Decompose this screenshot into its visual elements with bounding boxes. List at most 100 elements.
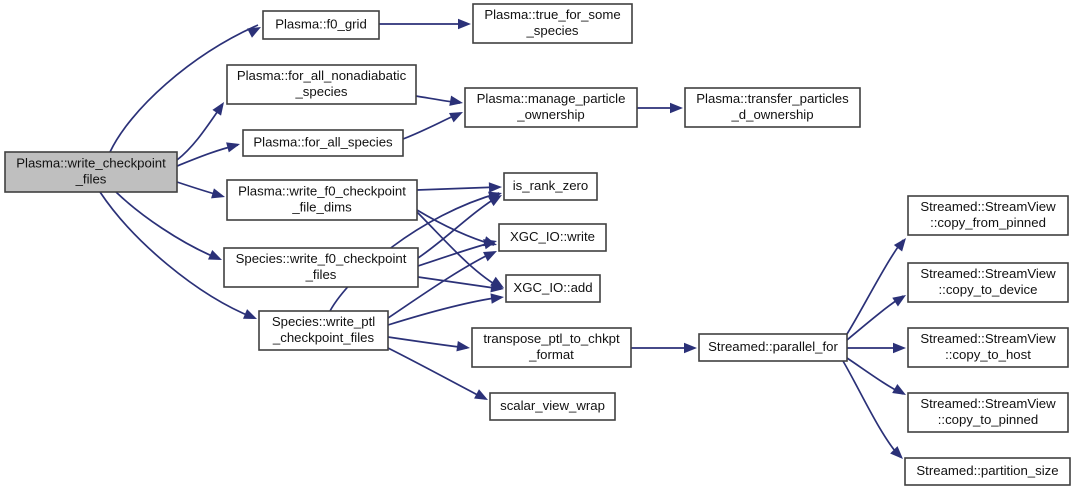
node-species_write_f0_checkpoint_files[interactable]: Species::write_f0_checkpoint_files bbox=[223, 247, 419, 288]
node-label-scalar_view_wrap: scalar_view_wrap bbox=[500, 398, 605, 413]
arrowhead-write_f0_checkpoint_file_dims bbox=[211, 188, 225, 199]
node-box-true_for_some_species[interactable] bbox=[472, 3, 633, 44]
edge-write_checkpoint_files-to-species_write_f0_checkpoint_files bbox=[115, 191, 220, 260]
arrowhead-species_write_f0_checkpoint_files bbox=[208, 249, 222, 260]
edge-write_checkpoint_files-to-f0_grid bbox=[109, 24, 259, 153]
node-label-f0_grid: Plasma::f0_grid bbox=[275, 16, 367, 31]
arrowhead-xgc_io_add_b bbox=[490, 282, 504, 293]
arrowhead-manage_particle_ownership bbox=[449, 95, 463, 106]
edge-streamed_parallel_for-to-copy_to_pinned bbox=[846, 357, 904, 395]
node-box-f0_grid[interactable] bbox=[262, 10, 380, 40]
node-manage_particle_ownership[interactable]: Plasma::manage_particle_ownership bbox=[464, 87, 638, 128]
node-label-is_rank_zero: is_rank_zero bbox=[513, 178, 589, 193]
node-label-write_checkpoint_files: _files bbox=[75, 171, 107, 186]
arrowhead-xgc_io_add_c bbox=[490, 293, 504, 304]
node-box-partition_size[interactable] bbox=[904, 457, 1071, 486]
node-copy_to_device[interactable]: Streamed::StreamView::copy_to_device bbox=[907, 262, 1069, 303]
edge-species_write_ptl_checkpoint_files-to-xgc_io_write bbox=[387, 251, 495, 319]
node-f0_grid[interactable]: Plasma::f0_grid bbox=[262, 10, 380, 40]
node-box-is_rank_zero[interactable] bbox=[503, 172, 598, 201]
edge-species_write_ptl_checkpoint_files-to-transpose_ptl_to_chkpt_format bbox=[387, 336, 468, 349]
node-transpose_ptl_to_chkpt_format[interactable]: transpose_ptl_to_chkpt_format bbox=[471, 327, 632, 368]
node-box-scalar_view_wrap[interactable] bbox=[489, 392, 616, 421]
edge-streamed_parallel_for-to-copy_to_device bbox=[846, 295, 904, 341]
edge-species_write_f0_checkpoint_files-to-xgc_io_add bbox=[417, 276, 502, 290]
node-copy_from_pinned[interactable]: Streamed::StreamView::copy_from_pinned bbox=[907, 195, 1069, 236]
node-streamed_parallel_for[interactable]: Streamed::parallel_for bbox=[698, 333, 848, 362]
node-true_for_some_species[interactable]: Plasma::true_for_some_species bbox=[472, 3, 633, 44]
node-label-xgc_io_add: XGC_IO::add bbox=[513, 280, 592, 295]
node-label-true_for_some_species: _species bbox=[525, 23, 578, 38]
node-scalar_view_wrap[interactable]: scalar_view_wrap bbox=[489, 392, 616, 421]
node-for_all_species[interactable]: Plasma::for_all_species bbox=[242, 129, 404, 157]
node-label-copy_to_device: Streamed::StreamView bbox=[920, 266, 1056, 281]
node-label-species_write_ptl_checkpoint_files: Species::write_ptl bbox=[272, 314, 375, 329]
node-transfer_particles_d_ownership[interactable]: Plasma::transfer_particles_d_ownership bbox=[684, 87, 861, 128]
node-copy_to_host[interactable]: Streamed::StreamView::copy_to_host bbox=[907, 327, 1069, 368]
node-for_all_nonadiabatic_species[interactable]: Plasma::for_all_nonadiabatic_species bbox=[226, 64, 417, 105]
node-box-species_write_f0_checkpoint_files[interactable] bbox=[223, 247, 419, 288]
node-label-for_all_nonadiabatic_species: Plasma::for_all_nonadiabatic bbox=[237, 68, 407, 83]
node-label-transpose_ptl_to_chkpt_format: transpose_ptl_to_chkpt bbox=[483, 331, 620, 346]
node-box-species_write_ptl_checkpoint_files[interactable] bbox=[258, 310, 389, 351]
arrowhead-copy_to_device bbox=[892, 295, 906, 307]
edge-write_f0_checkpoint_file_dims-to-xgc_io_write bbox=[416, 209, 495, 246]
arrowhead-species_write_ptl_checkpoint_files bbox=[243, 309, 257, 319]
edge-species_write_ptl_checkpoint_files-to-xgc_io_add bbox=[387, 296, 502, 326]
arrowhead-for_all_species bbox=[226, 142, 240, 153]
node-box-write_checkpoint_files[interactable] bbox=[4, 151, 178, 193]
node-box-transpose_ptl_to_chkpt_format[interactable] bbox=[471, 327, 632, 368]
arrowhead-transfer_particles_d_ownership bbox=[670, 102, 683, 114]
node-box-write_f0_checkpoint_file_dims[interactable] bbox=[226, 179, 418, 221]
node-label-transfer_particles_d_ownership: Plasma::transfer_particles bbox=[696, 91, 849, 106]
node-label-streamed_parallel_for: Streamed::parallel_for bbox=[708, 339, 838, 354]
node-box-xgc_io_add[interactable] bbox=[505, 274, 601, 303]
node-label-manage_particle_ownership: _ownership bbox=[516, 107, 584, 122]
arrowhead-manage_particle_ownership_b bbox=[449, 112, 463, 123]
node-label-copy_to_host: Streamed::StreamView bbox=[920, 331, 1056, 346]
node-label-write_checkpoint_files: Plasma::write_checkpoint bbox=[16, 155, 166, 170]
node-box-copy_from_pinned[interactable] bbox=[907, 195, 1069, 236]
node-box-copy_to_host[interactable] bbox=[907, 327, 1069, 368]
node-label-species_write_f0_checkpoint_files: _files bbox=[305, 267, 337, 282]
edge-species_write_f0_checkpoint_files-to-is_rank_zero bbox=[417, 195, 500, 259]
node-label-species_write_ptl_checkpoint_files: _checkpoint_files bbox=[272, 330, 375, 345]
arrowhead-true_for_some_species bbox=[458, 18, 471, 30]
node-box-streamed_parallel_for[interactable] bbox=[698, 333, 848, 362]
nodes-layer: Plasma::write_checkpoint_filesPlasma::f0… bbox=[4, 3, 1071, 486]
edge-species_write_ptl_checkpoint_files-to-is_rank_zero bbox=[329, 192, 500, 312]
arrowhead-partition_size bbox=[890, 446, 903, 459]
node-box-for_all_species[interactable] bbox=[242, 129, 404, 157]
node-box-copy_to_pinned[interactable] bbox=[907, 392, 1069, 433]
node-label-for_all_nonadiabatic_species: _species bbox=[294, 84, 347, 99]
node-write_checkpoint_files[interactable]: Plasma::write_checkpoint_files bbox=[4, 151, 178, 193]
edge-write_f0_checkpoint_file_dims-to-is_rank_zero bbox=[416, 186, 500, 191]
edge-write_checkpoint_files-to-species_write_ptl_checkpoint_files bbox=[99, 191, 255, 319]
node-partition_size[interactable]: Streamed::partition_size bbox=[904, 457, 1071, 486]
node-species_write_ptl_checkpoint_files[interactable]: Species::write_ptl_checkpoint_files bbox=[258, 310, 389, 351]
edge-streamed_parallel_for-to-copy_from_pinned bbox=[846, 239, 904, 335]
node-xgc_io_write[interactable]: XGC_IO::write bbox=[498, 223, 607, 252]
node-is_rank_zero[interactable]: is_rank_zero bbox=[503, 172, 598, 201]
node-copy_to_pinned[interactable]: Streamed::StreamView::copy_to_pinned bbox=[907, 392, 1069, 433]
node-box-transfer_particles_d_ownership[interactable] bbox=[684, 87, 861, 128]
node-label-write_f0_checkpoint_file_dims: Plasma::write_f0_checkpoint bbox=[238, 183, 406, 198]
arrowhead-f0_grid bbox=[247, 27, 261, 38]
node-box-for_all_nonadiabatic_species[interactable] bbox=[226, 64, 417, 105]
node-box-manage_particle_ownership[interactable] bbox=[464, 87, 638, 128]
node-label-manage_particle_ownership: Plasma::manage_particle bbox=[477, 91, 626, 106]
node-label-true_for_some_species: Plasma::true_for_some bbox=[484, 7, 620, 22]
node-box-copy_to_device[interactable] bbox=[907, 262, 1069, 303]
arrowhead-for_all_nonadiabatic_species bbox=[212, 102, 224, 116]
node-write_f0_checkpoint_file_dims[interactable]: Plasma::write_f0_checkpoint_file_dims bbox=[226, 179, 418, 221]
node-box-xgc_io_write[interactable] bbox=[498, 223, 607, 252]
node-label-copy_to_pinned: ::copy_to_pinned bbox=[938, 412, 1038, 427]
node-label-copy_to_pinned: Streamed::StreamView bbox=[920, 396, 1056, 411]
node-label-copy_to_host: ::copy_to_host bbox=[945, 347, 1031, 362]
arrowhead-xgc_io_write_b bbox=[483, 239, 497, 250]
node-label-partition_size: Streamed::partition_size bbox=[916, 463, 1058, 478]
node-xgc_io_add[interactable]: XGC_IO::add bbox=[505, 274, 601, 303]
node-label-transfer_particles_d_ownership: _d_ownership bbox=[730, 107, 813, 122]
